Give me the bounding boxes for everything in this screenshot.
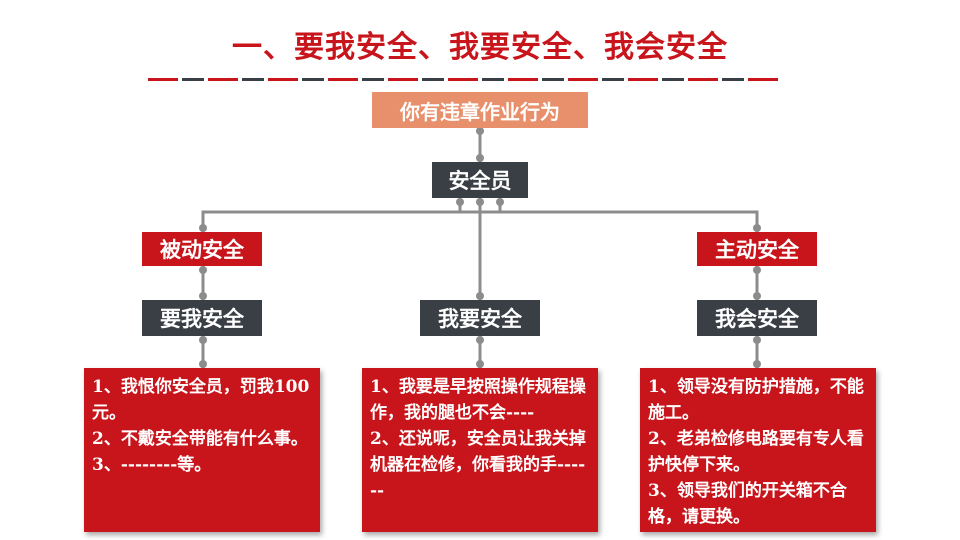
card-line: 2、不戴安全带能有什么事。 bbox=[92, 429, 308, 449]
branch-box-required-safety: 要我安全 bbox=[142, 300, 262, 336]
card-line: 2、老弟检修电路要有专人看护快停下来。 bbox=[648, 429, 864, 475]
card-center: 1、我要是早按照操作规程操作，我的腿也不会---- 2、还说呢，安全员让我关掉机… bbox=[362, 368, 598, 532]
passive-safety-box: 被动安全 bbox=[142, 232, 262, 266]
card-line: 2、还说呢，安全员让我关掉机器在检修，你看我的手------ bbox=[370, 429, 586, 501]
branch-box-know-safety: 我会安全 bbox=[697, 300, 817, 336]
card-line: 1、我要是早按照操作规程操作，我的腿也不会---- bbox=[370, 377, 586, 423]
card-line: 3、--------等。 bbox=[92, 455, 212, 475]
title-underline bbox=[148, 78, 788, 81]
violation-box: 你有违章作业行为 bbox=[372, 92, 588, 128]
card-left: 1、我恨你安全员，罚我100元。 2、不戴安全带能有什么事。 3、-------… bbox=[84, 368, 320, 532]
card-line: 1、领导没有防护措施，不能施工。 bbox=[648, 377, 864, 423]
card-line: 3、领导我们的开关箱不合格，请更换。 bbox=[648, 481, 847, 527]
card-line: 1、我恨你安全员，罚我100元。 bbox=[92, 377, 310, 423]
page-title: 一、要我安全、我要安全、我会安全 bbox=[232, 30, 728, 65]
safety-officer-box: 安全员 bbox=[432, 162, 528, 198]
active-safety-box: 主动安全 bbox=[697, 232, 817, 266]
branch-box-want-safety: 我要安全 bbox=[420, 300, 540, 336]
card-right: 1、领导没有防护措施，不能施工。 2、老弟检修电路要有专人看护快停下来。 3、领… bbox=[640, 368, 876, 532]
